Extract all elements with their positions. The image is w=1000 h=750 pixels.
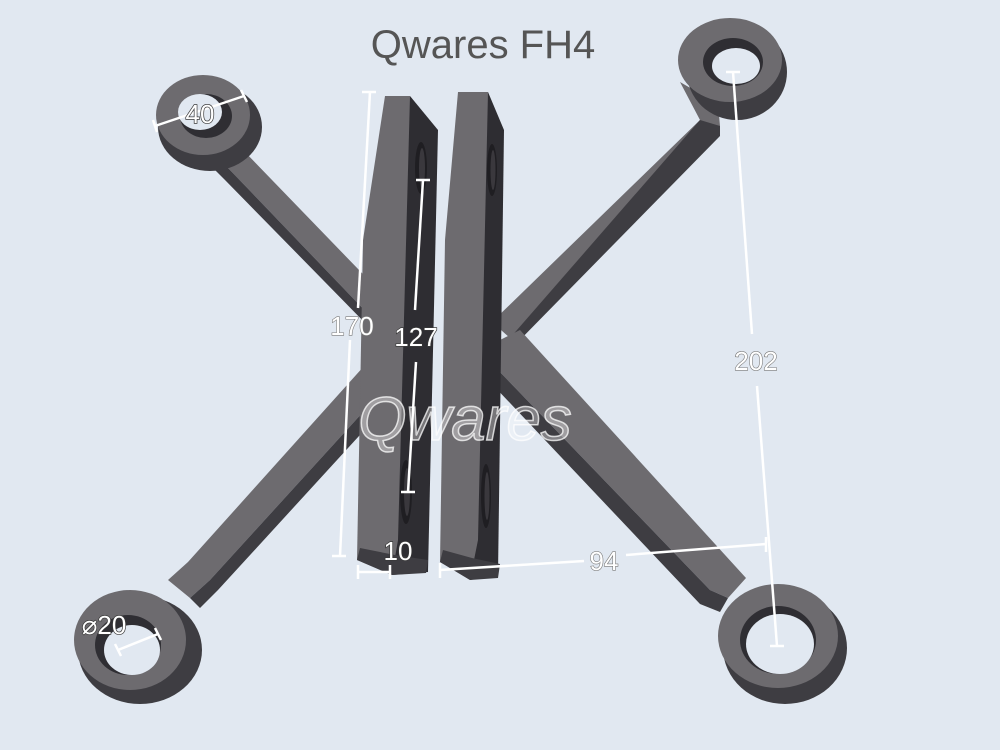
watermark: Qwares [358, 385, 572, 454]
dim-slot-spacing-label: 127 [394, 322, 437, 352]
dimension-lines [113, 70, 784, 657]
eye-bottom-right [718, 584, 847, 704]
arm-top-left [210, 130, 388, 318]
fin-right [440, 92, 504, 580]
dim-fin-thickness-label: 10 [384, 536, 413, 566]
arm-bottom-right [498, 330, 746, 598]
eye-top-right [678, 18, 787, 120]
diagram-title: Qwares FH4 [371, 23, 596, 67]
dim-fin-height-label: 170 [330, 311, 373, 341]
arm-bottom-left [168, 365, 385, 598]
slot-upper-right [487, 144, 497, 196]
dim-fin-width-label: 94 [590, 546, 619, 576]
arm-top-right [492, 82, 720, 338]
eye-bottom-left [74, 590, 202, 704]
dim-hole-diameter-label: ⌀20 [82, 610, 127, 640]
spider-arms [168, 82, 746, 612]
dim-eye-outer-label: 40 [186, 99, 215, 129]
slot-lower-right [481, 464, 491, 528]
dim-arm-span-label: 202 [734, 346, 777, 376]
